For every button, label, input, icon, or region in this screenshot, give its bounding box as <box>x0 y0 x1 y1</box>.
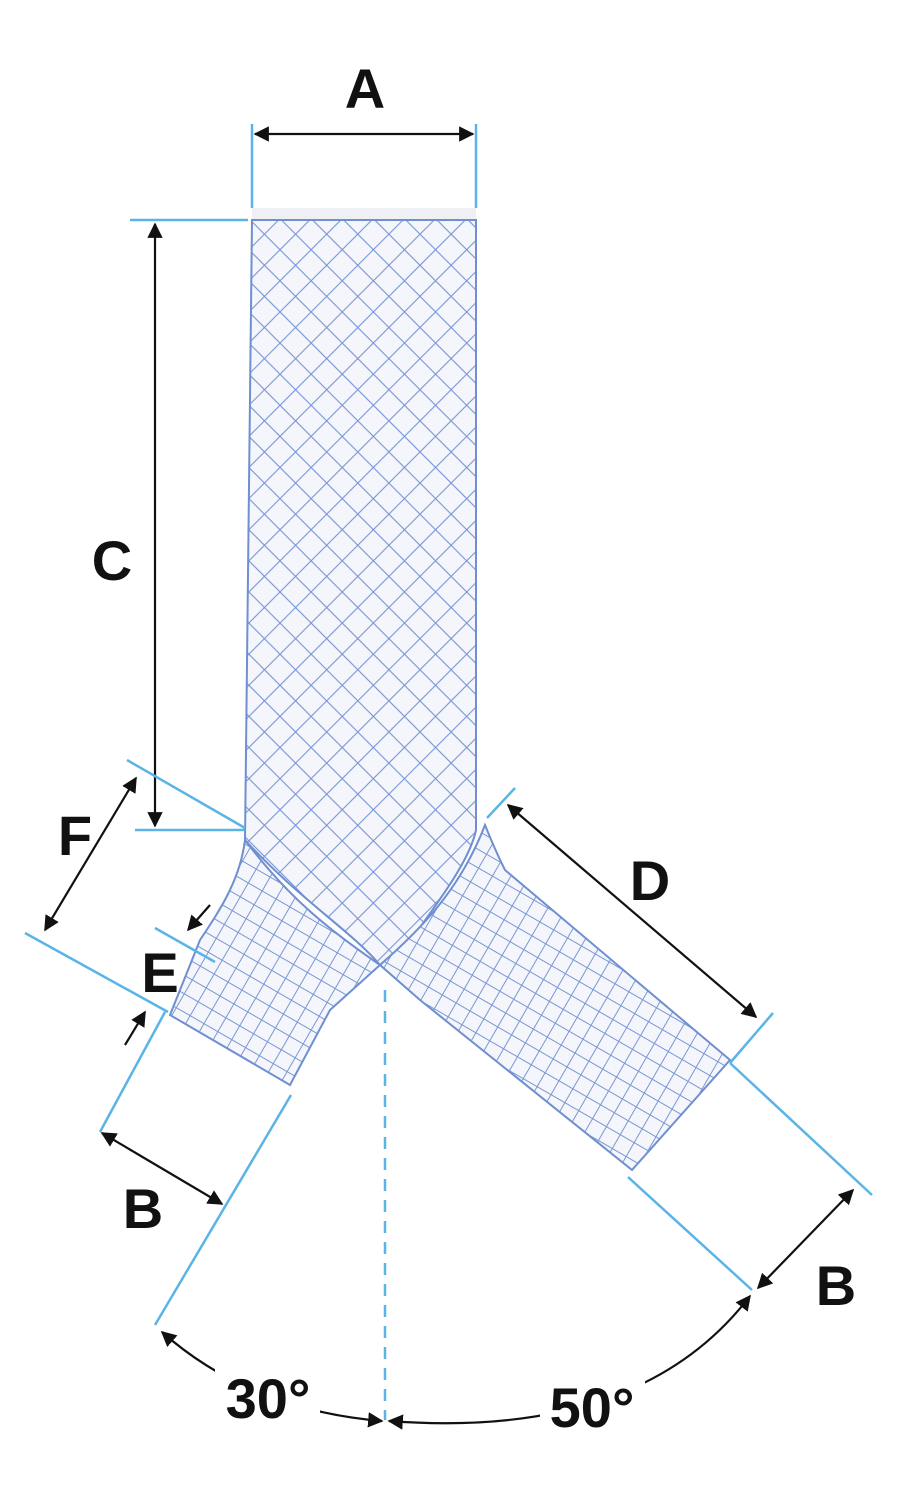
dimension-c: C <box>92 218 248 832</box>
dimension-f: F <box>24 758 246 1014</box>
label-c: C <box>92 529 132 592</box>
angle-indicators: 30° 50° <box>160 990 751 1439</box>
label-angle-50: 50° <box>550 1376 635 1439</box>
label-e: E <box>141 941 178 1004</box>
stent-top-rim <box>252 208 476 222</box>
label-d: D <box>630 849 670 912</box>
dimension-e: E <box>124 904 216 1046</box>
label-angle-30: 30° <box>226 1367 311 1430</box>
label-b-right: B <box>816 1254 856 1317</box>
dimension-a: A <box>250 57 478 208</box>
stent-image <box>168 208 732 1172</box>
label-b-left: B <box>123 1177 163 1240</box>
dimension-d: D <box>486 787 774 1064</box>
label-f: F <box>58 804 92 867</box>
dimension-b-right: B <box>627 1062 873 1317</box>
stent-left-branch <box>168 837 382 1087</box>
dimension-b-left: B <box>98 1011 293 1326</box>
label-a: A <box>345 57 385 120</box>
stent-trunk <box>243 219 477 967</box>
